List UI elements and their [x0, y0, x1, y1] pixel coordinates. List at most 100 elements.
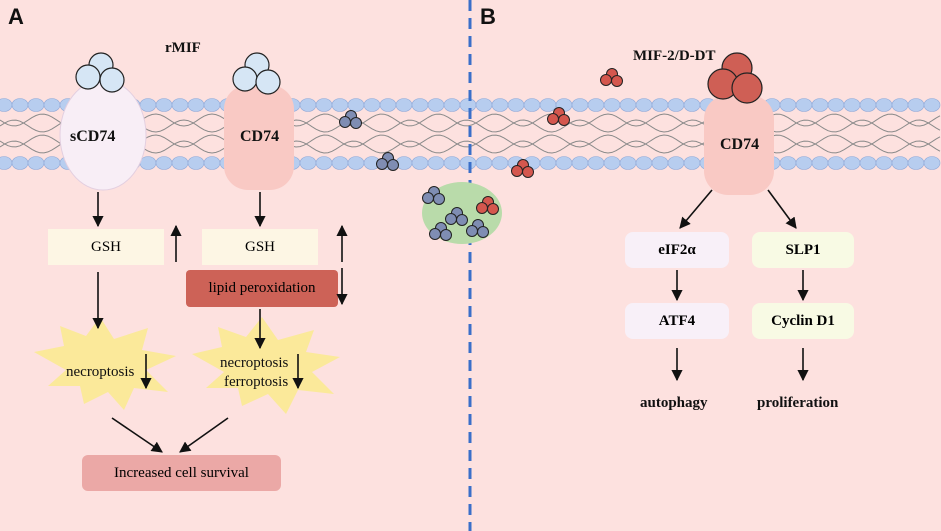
rmif-cluster-1 — [339, 110, 362, 129]
lipid-head — [619, 156, 637, 170]
gsh-box-right — [202, 229, 318, 265]
lipid-tail — [0, 113, 941, 127]
lipid-head — [587, 98, 605, 112]
lipid-head — [619, 98, 637, 112]
autophagy-label: autophagy — [640, 395, 708, 411]
vesicle-blue-clusters — [422, 186, 489, 241]
slp1-label: SLP1 — [785, 241, 821, 258]
lipid-head — [587, 156, 605, 170]
lipid-head — [491, 98, 509, 112]
lipid-head — [523, 98, 541, 112]
lipid-head — [811, 98, 829, 112]
lipid-head — [795, 156, 813, 170]
eif2a-box — [625, 232, 729, 268]
lipid-head — [315, 98, 333, 112]
lipid-head — [411, 156, 429, 170]
rmif-label: rMIF — [165, 40, 201, 56]
gsh-box-left — [48, 229, 164, 265]
vesicle-red-cluster — [476, 196, 499, 215]
cyclin-label: Cyclin D1 — [771, 312, 835, 329]
lipid-head — [779, 156, 797, 170]
lipid-head — [315, 156, 333, 170]
lipid-head — [459, 98, 477, 112]
lipid-head — [635, 98, 653, 112]
cyclin-box — [752, 303, 854, 339]
mif2-cluster-1 — [600, 68, 623, 87]
necroptosis-right-label: necroptosis — [220, 355, 289, 371]
lipid-head — [907, 156, 925, 170]
lipid-head — [379, 98, 397, 112]
lipid-head — [907, 98, 925, 112]
lipid-head — [667, 98, 685, 112]
scd74-label: sCD74 — [70, 128, 116, 145]
outcome-box — [82, 455, 281, 491]
panel-label-a: A — [8, 4, 24, 29]
mif2-trimer — [707, 52, 763, 104]
lipid-head — [155, 156, 173, 170]
lipid-head — [171, 98, 189, 112]
lipid-tail — [0, 119, 941, 133]
lipid-head — [683, 156, 701, 170]
lipid-peroxidation-label: lipid peroxidation — [208, 280, 316, 296]
lipid-head — [411, 98, 429, 112]
lipid-head — [139, 98, 157, 112]
lipid-head — [859, 156, 877, 170]
lipid-head — [923, 98, 941, 112]
lipid-head — [299, 98, 317, 112]
atf4-label: ATF4 — [658, 312, 696, 329]
lipid-peroxidation-box — [186, 270, 338, 307]
lipid-head — [299, 156, 317, 170]
lipid-head — [571, 156, 589, 170]
eif2a-label: eIF2α — [658, 241, 696, 258]
lipid-head — [635, 156, 653, 170]
lipid-head — [507, 98, 525, 112]
lipid-head — [667, 156, 685, 170]
lipid-head — [475, 98, 493, 112]
ferroptosis-label: ferroptosis — [224, 374, 289, 390]
lipid-head — [27, 156, 45, 170]
lipid-head — [603, 156, 621, 170]
lipid-head — [603, 98, 621, 112]
lipid-head — [843, 98, 861, 112]
gsh-left-label: GSH — [90, 238, 121, 255]
lipid-tail — [0, 140, 941, 154]
lipid-head — [683, 98, 701, 112]
lipid-head — [571, 98, 589, 112]
lipid-head — [491, 156, 509, 170]
lipid-head — [203, 156, 221, 170]
lipid-head — [459, 156, 477, 170]
lipid-head — [827, 156, 845, 170]
necroptosis-left-label: necroptosis — [66, 364, 135, 380]
arrow-right-to-outcome — [179, 417, 229, 453]
atf4-box — [625, 303, 729, 339]
lipid-head — [555, 156, 573, 170]
lipid-head — [331, 98, 349, 112]
lipid-head — [827, 98, 845, 112]
slp1-box — [752, 232, 854, 268]
lipid-head — [427, 156, 445, 170]
mif2-label: MIF-2/D-DT — [633, 48, 716, 64]
lipid-head — [427, 98, 445, 112]
mif2-cluster-3 — [511, 159, 534, 178]
cd74-left-label: CD74 — [240, 128, 280, 145]
lipid-head — [875, 98, 893, 112]
arrow-left-to-outcome — [111, 417, 163, 453]
lipid-head — [0, 98, 13, 112]
gsh-right-label: GSH — [244, 238, 275, 255]
lipid-head — [859, 98, 877, 112]
cd74-receptor-left — [224, 85, 294, 190]
rmif-trimer-right — [232, 52, 281, 95]
lipid-head — [539, 156, 557, 170]
lipid-head — [347, 98, 365, 112]
lipid-head — [27, 98, 45, 112]
lipid-head — [347, 156, 365, 170]
lipid-head — [11, 156, 29, 170]
lipid-head — [795, 98, 813, 112]
arrow-cd74-to-eif2a — [679, 189, 713, 229]
lipid-head — [651, 98, 669, 112]
lipid-head — [779, 98, 797, 112]
lipid-head — [443, 156, 461, 170]
cd74-receptor-right — [704, 95, 774, 195]
lipid-head — [363, 98, 381, 112]
